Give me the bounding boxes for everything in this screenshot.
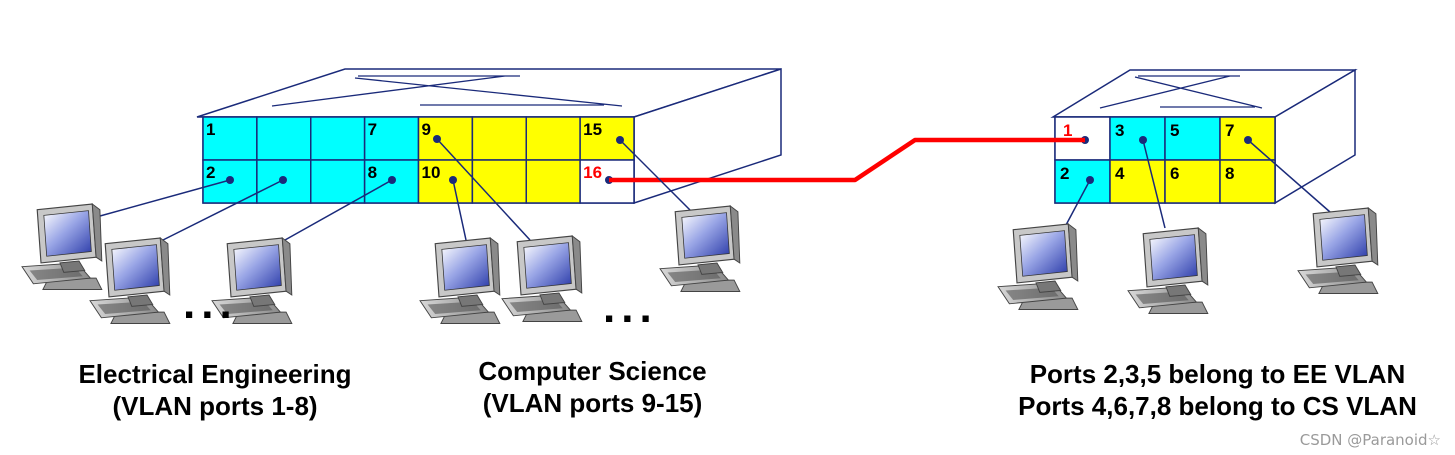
right-port-cell-8 [1219, 159, 1276, 204]
right-port-cell-4 [1109, 159, 1166, 204]
right-port-label-4: 4 [1115, 164, 1125, 183]
right-switch: 1 3 5 7 2 4 6 8 [1050, 68, 1358, 205]
pc-ee-1 [21, 203, 103, 291]
left-port-cell [363, 116, 420, 161]
right-port-label-2: 2 [1060, 164, 1069, 183]
pc-cs-1 [419, 237, 501, 325]
left-port-label-16: 16 [583, 163, 602, 182]
left-port-cell [417, 116, 474, 161]
pc-cs-3 [659, 205, 741, 293]
left-port-cell [525, 159, 581, 204]
left-port-label-9: 9 [422, 120, 431, 139]
right-port-label-5: 5 [1170, 121, 1179, 140]
caption-ee: Electrical Engineering (VLAN ports 1-8) [60, 358, 370, 422]
ellipsis-ee: ... [183, 279, 238, 328]
left-port-cell [525, 116, 581, 161]
left-switch: 1 2 7 8 9 10 15 16 [196, 67, 782, 205]
left-port-cell [256, 116, 312, 161]
left-port-label-7: 7 [368, 120, 377, 139]
right-port-label-8: 8 [1225, 164, 1234, 183]
left-port-label-15: 15 [583, 120, 602, 139]
right-port-label-6: 6 [1170, 164, 1179, 183]
caption-cs-line2: (VLAN ports 9-15) [482, 388, 703, 418]
left-port-cell [471, 116, 527, 161]
pc-cs-2 [501, 235, 583, 323]
left-port-cell [310, 116, 366, 161]
left-port-label-2: 2 [206, 163, 215, 182]
trunk-link [609, 137, 1085, 183]
pc-ee-2 [89, 237, 171, 325]
left-port-cell [310, 159, 366, 204]
left-port-label-10: 10 [422, 163, 441, 182]
ellipsis-cs: ... [603, 283, 658, 332]
caption-right-line2: Ports 4,6,7,8 belong to CS VLAN [1018, 391, 1417, 421]
caption-right: Ports 2,3,5 belong to EE VLAN Ports 4,6,… [995, 358, 1440, 422]
pc-right-1 [997, 223, 1079, 311]
caption-cs: Computer Science (VLAN ports 9-15) [455, 355, 730, 419]
right-port-label-3: 3 [1115, 121, 1124, 140]
right-port-cell-3 [1109, 116, 1166, 161]
pc-right-3 [1297, 207, 1379, 295]
caption-cs-line1: Computer Science [478, 356, 707, 386]
right-port-label-1: 1 [1063, 121, 1072, 140]
caption-ee-line1: Electrical Engineering [78, 359, 352, 389]
left-port-label-1: 1 [206, 120, 215, 139]
pc-right-2 [1127, 227, 1209, 315]
right-port-label-7: 7 [1225, 121, 1234, 140]
pc-cables [99, 138, 1331, 241]
caption-ee-line2: (VLAN ports 1-8) [112, 391, 318, 421]
watermark: CSDN @Paranoid☆ [1299, 431, 1441, 449]
left-port-label-8: 8 [368, 163, 377, 182]
left-port-cell [471, 159, 527, 204]
caption-right-line1: Ports 2,3,5 belong to EE VLAN [1029, 359, 1406, 389]
